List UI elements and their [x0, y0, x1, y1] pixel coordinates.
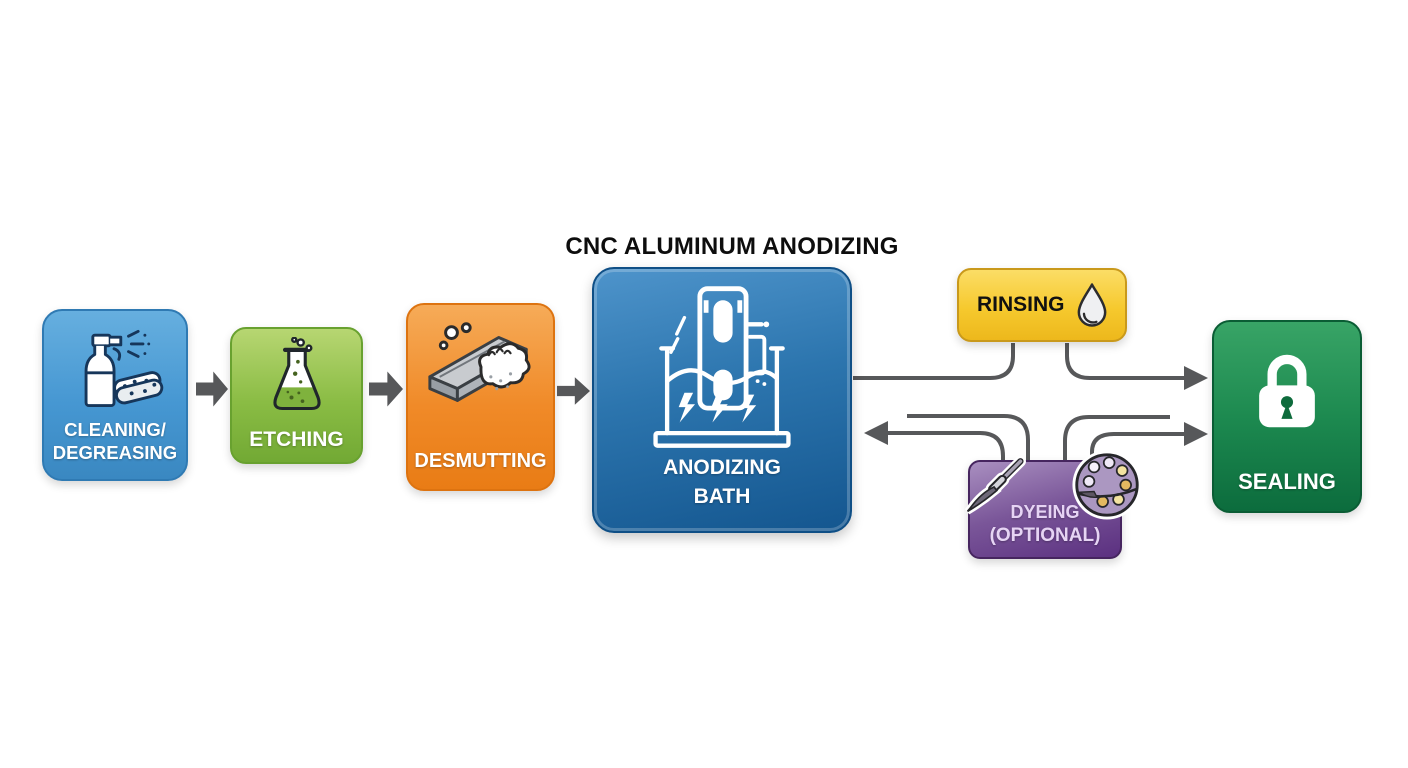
paint-palette-icon [1071, 449, 1143, 526]
flow-arrow-2 [369, 371, 403, 407]
step-rinsing: RINSING [957, 268, 1127, 342]
paintbrush-icon [962, 455, 1026, 523]
step-label: SEALING [1238, 469, 1336, 494]
connector-anodizing-to-rinsing [853, 343, 1015, 380]
diagram-title: CNC ALUMINUM ANODIZING [565, 233, 899, 260]
step-label: DESMUTTING [414, 450, 547, 472]
spray-bottle-sponge-icon [84, 329, 164, 408]
step-label: CLEANING/ DEGREASING [52, 418, 178, 464]
step-etching: ETCHING [230, 327, 363, 464]
connector-rinsing-to-sealing [1065, 343, 1184, 380]
connector-upper-left-to-dyeing [907, 414, 1030, 460]
step-label: DYEING (OPTIONAL) [989, 501, 1101, 547]
step-anodizing-bath: ANODIZING BATH [592, 267, 852, 533]
water-drop-icon [1077, 283, 1107, 327]
flow-arrow-3 [557, 377, 590, 405]
metal-wipe-icon [427, 322, 531, 402]
step-dyeing-optional: DYEING (OPTIONAL) [964, 450, 1142, 559]
flow-arrow-1 [196, 371, 228, 407]
padlock-icon [1259, 354, 1315, 428]
flask-icon [272, 337, 321, 411]
arrowhead-into-sealing-top [1184, 366, 1208, 390]
step-cleaning-degreasing: CLEANING/ DEGREASING [42, 309, 188, 481]
step-label: ETCHING [249, 428, 344, 451]
anodizing-tank-icon [653, 286, 791, 448]
arrowhead-back-to-anodizing [864, 421, 888, 445]
step-label: ANODIZING BATH [663, 456, 781, 508]
step-desmutting: DESMUTTING [406, 303, 555, 491]
step-sealing: SEALING [1212, 320, 1362, 513]
step-label: RINSING [977, 293, 1065, 316]
arrowhead-into-sealing-bottom [1184, 422, 1208, 446]
